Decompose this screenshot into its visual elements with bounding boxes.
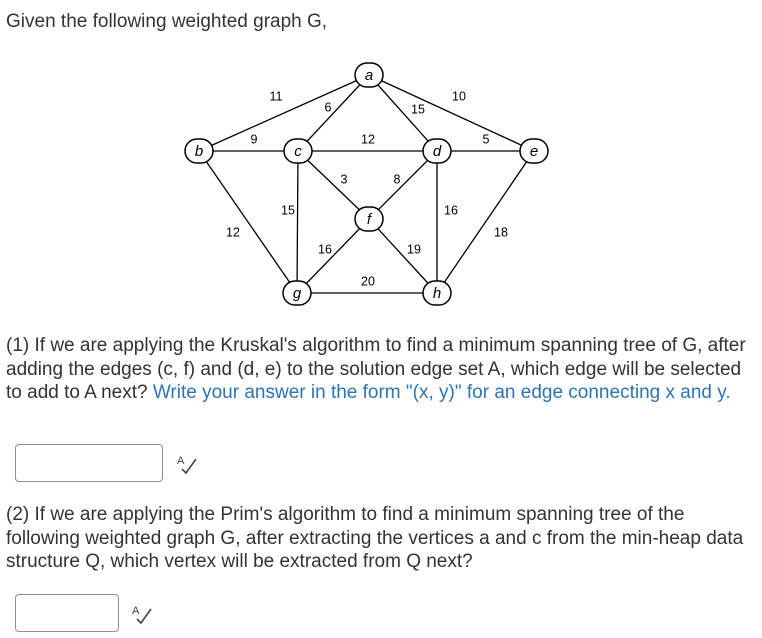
question-1-text: (1) If we are applying the Kruskal's alg… xyxy=(6,335,746,403)
edge-weight-d-h: 16 xyxy=(444,203,458,217)
edge-weight-e-h: 18 xyxy=(494,225,508,239)
edge-weight-d-e: 5 xyxy=(483,132,490,146)
svg-text:A: A xyxy=(177,455,185,467)
vertex-b: b xyxy=(184,138,214,164)
edge-weight-d-f: 8 xyxy=(394,172,401,186)
vertex-label-d: d xyxy=(433,143,442,160)
edge-weight-b-c: 9 xyxy=(251,132,258,146)
answer-2-box[interactable] xyxy=(15,594,119,632)
edge-b-g xyxy=(198,150,298,294)
vertex-h: h xyxy=(422,280,452,306)
vertex-label-h: h xyxy=(433,285,441,302)
vertex-label-a: a xyxy=(365,67,373,84)
svg-text:A: A xyxy=(132,605,140,617)
vertex-label-f: f xyxy=(367,211,373,228)
edge-weight-a-b: 11 xyxy=(270,89,283,103)
spell-check-icon[interactable]: A xyxy=(176,453,200,475)
edge-a-d xyxy=(368,74,438,152)
edge-weight-b-g: 12 xyxy=(226,225,240,239)
question-2: (2) If we are applying the Prim's algori… xyxy=(6,504,744,572)
edge-weight-c-d: 12 xyxy=(361,132,375,146)
vertex-label-b: b xyxy=(195,143,203,160)
answer-2-input[interactable] xyxy=(16,595,118,631)
edge-weight-f-h: 19 xyxy=(407,242,421,256)
edge-weight-a-d: 15 xyxy=(411,102,425,116)
vertex-g: g xyxy=(282,280,312,306)
edge-weight-c-f: 3 xyxy=(341,172,348,186)
edge-a-e xyxy=(368,74,535,152)
vertex-e: e xyxy=(519,138,549,164)
answer-1-input[interactable] xyxy=(16,445,162,481)
vertex-d: d xyxy=(422,138,452,164)
edge-f-h xyxy=(368,218,438,294)
question-1-hint: Write your answer in the form "(x, y)" f… xyxy=(152,382,731,403)
edge-f-g xyxy=(296,218,370,294)
edge-weight-a-e: 10 xyxy=(452,89,466,103)
vertex-label-g: g xyxy=(293,285,302,302)
spell-check-icon-2[interactable]: A xyxy=(131,603,155,625)
edge-e-h xyxy=(436,150,535,294)
edge-c-f xyxy=(297,150,370,220)
edge-weight-g-h: 20 xyxy=(361,274,375,288)
weighted-graph: 11 6 15 10 9 12 5 12 15 3 8 16 18 16 19 20 a b c d e f g h xyxy=(184,62,549,306)
question-1: (1) If we are applying the Kruskal's alg… xyxy=(6,334,746,405)
edge-c-g xyxy=(296,150,299,294)
edge-weight-a-c: 6 xyxy=(325,100,332,114)
edge-weight-f-g: 16 xyxy=(318,242,332,256)
edge-a-c xyxy=(297,74,370,152)
vertex-label-e: e xyxy=(530,143,538,160)
edge-a-b xyxy=(198,74,370,152)
vertex-a: a xyxy=(354,62,384,88)
vertex-label-c: c xyxy=(294,143,302,160)
vertex-f: f xyxy=(354,206,384,232)
edge-d-f xyxy=(368,150,438,220)
vertex-c: c xyxy=(283,138,313,164)
intro-text: Given the following weighted graph G, xyxy=(6,11,328,32)
edge-weight-c-g: 15 xyxy=(281,203,295,217)
answer-1-box[interactable] xyxy=(15,444,163,482)
